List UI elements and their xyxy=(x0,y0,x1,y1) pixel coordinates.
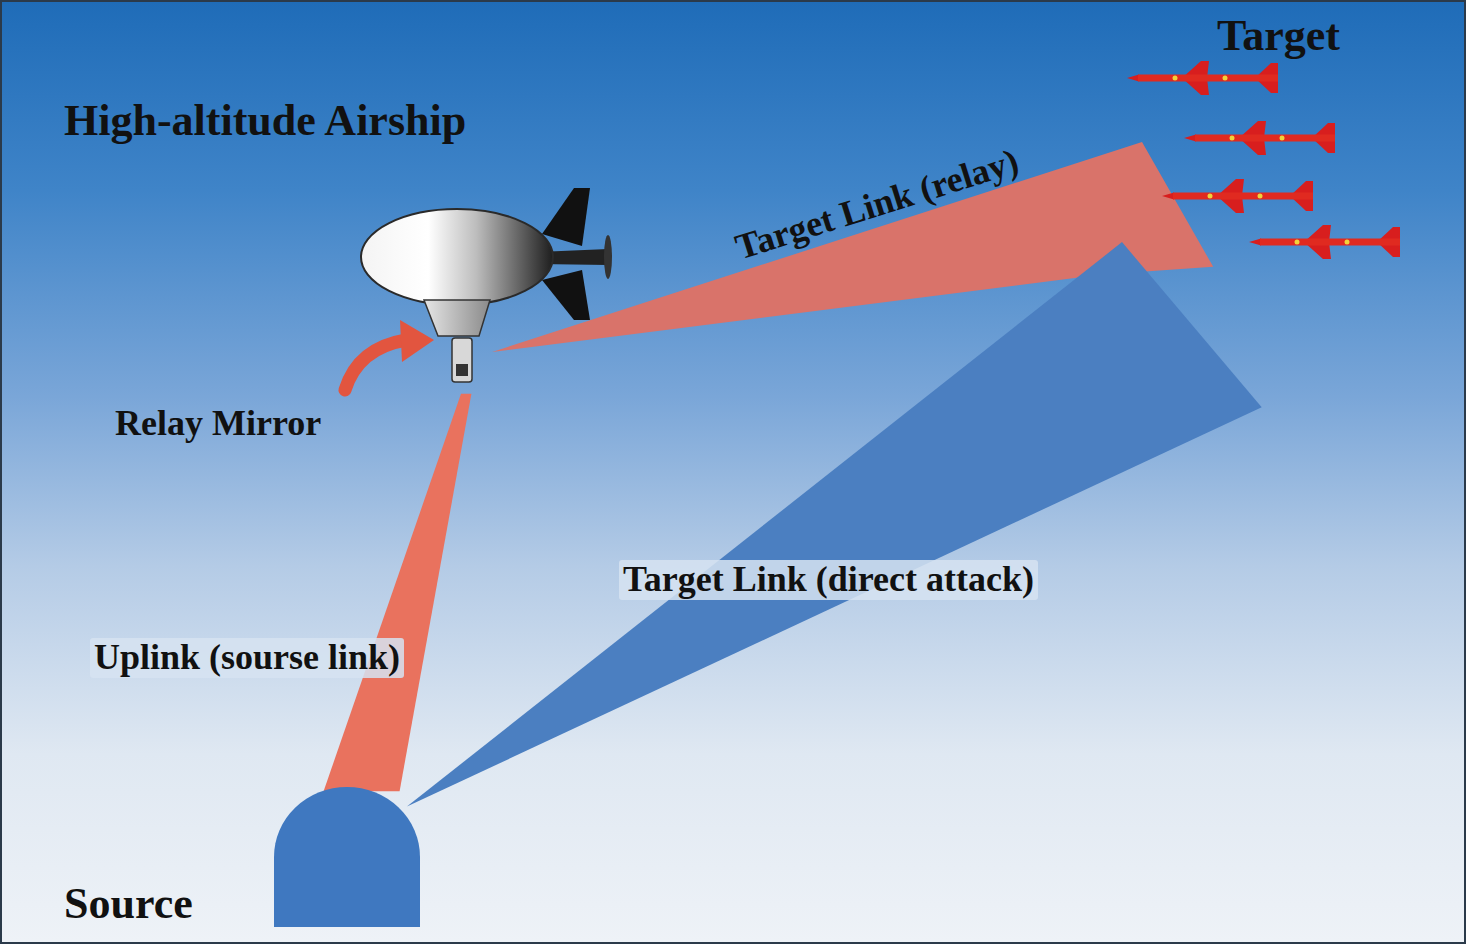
source-dome xyxy=(274,787,420,927)
relay-mirror-arrow xyxy=(345,320,434,390)
beam-connector xyxy=(407,242,1262,807)
node-title: Source xyxy=(64,882,193,926)
node-title: Target xyxy=(1217,14,1340,58)
node-title: High-altitude Airship xyxy=(64,99,466,143)
source-node: Source xyxy=(274,787,420,927)
target-node: Target xyxy=(1122,12,1407,272)
beam-label: Uplink (sourse link) xyxy=(90,638,404,678)
missiles xyxy=(1127,61,1400,259)
beam-connector xyxy=(324,394,472,791)
callout-label: Relay Mirror xyxy=(115,404,321,444)
airship-node: High-altitude Airship xyxy=(357,182,617,397)
airship xyxy=(361,188,612,382)
beam-label: Target Link (direct attack) xyxy=(619,560,1038,600)
